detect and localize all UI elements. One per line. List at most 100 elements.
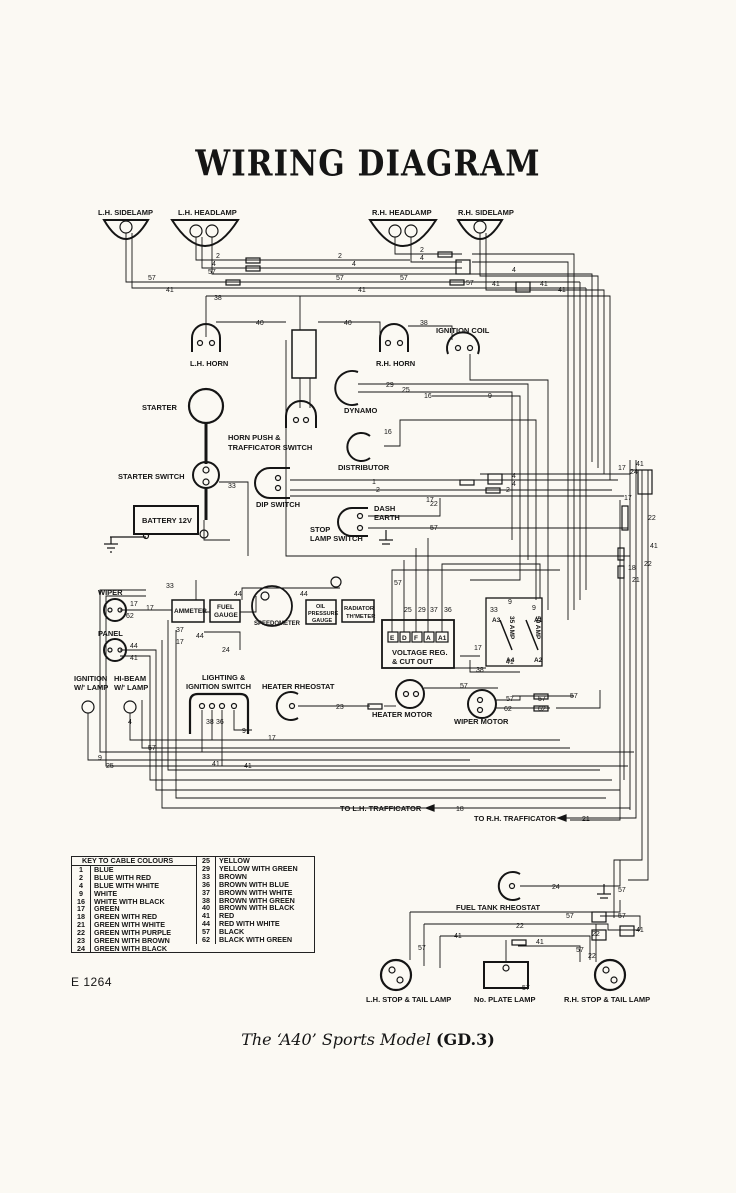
starter-switch-symbol (192, 461, 220, 520)
wire-no: 44 (196, 633, 204, 640)
wire-no: 22 (516, 923, 524, 930)
caption: The ‘A40’ Sports Model (GD.3) (0, 1030, 736, 1049)
key-cable-colour: GREEN WITH BROWN (94, 936, 170, 946)
wire-no: 57 (208, 269, 216, 276)
key-cable-number: 57 (197, 928, 216, 937)
fuel-gauge-label-2: GAUGE (214, 612, 239, 619)
wire-no: 24 (630, 469, 638, 476)
caption-code: (GD.3) (435, 1030, 495, 1049)
lh-stop-tail-label: L.H. STOP & TAIL LAMP (366, 995, 451, 1004)
ignition-lamp-label-1: IGNITION (74, 674, 107, 683)
wire-no: 41 (506, 659, 514, 666)
fuse-a1: A1 (534, 617, 543, 624)
wire-no: 41 (166, 287, 174, 294)
radiator-label-2: TH'METER (346, 614, 376, 620)
starter-label: STARTER (142, 403, 177, 412)
caption-model: The ‘A40’ Sports Model (241, 1030, 431, 1049)
horn-push-symbol (285, 329, 317, 428)
wire-no: 41 (536, 939, 544, 946)
wire-no: 4 (512, 267, 516, 274)
ignition-coil-label: IGNITION COIL (436, 326, 490, 335)
oil-gauge-box (305, 599, 337, 625)
wire-no: 41 (636, 461, 644, 468)
wire-no: 57 (336, 275, 344, 282)
wire-no: 2 (216, 253, 220, 260)
diagram-title: WIRING DIAGRAM (195, 143, 541, 185)
fuse-a3: A3 (492, 617, 501, 624)
wire-no: 57 (506, 696, 514, 703)
lighting-switch-label-2: IGNITION SWITCH (186, 682, 251, 691)
dash-earth-symbol (379, 530, 393, 545)
key-cable-number: 24 (72, 945, 91, 953)
wire-no: 17 (146, 605, 154, 612)
key-cable-number: 18 (72, 913, 91, 922)
heater-rheostat-symbol (275, 691, 299, 721)
key-cable-colour: BLUE (94, 864, 114, 874)
wire-no: 44 (234, 591, 242, 598)
wire-no: 4 (128, 719, 132, 726)
wire-no: 2 (506, 487, 510, 494)
wire-no: 41 (244, 763, 252, 770)
speedometer-label: SPEEDOMETER (254, 621, 301, 627)
wire-no: 4 (420, 255, 424, 262)
rh-sidelamp-label: R.H. SIDELAMP (458, 208, 514, 217)
wire-no: 9 (488, 393, 492, 400)
ignition-lamp-label-2: W/' LAMP (74, 683, 108, 692)
lh-stop-tail-lamp-symbol (379, 958, 413, 992)
wire-no: 9 (532, 605, 536, 612)
wire-no: 23 (336, 704, 344, 711)
wire-no: 21 (582, 816, 590, 823)
wire-no: 18 (628, 565, 636, 572)
wire-no: 4 (512, 473, 516, 480)
lh-sidelamp-label: L.H. SIDELAMP (98, 208, 153, 217)
wire-no: 40 (344, 320, 352, 327)
wire-no: 57 (522, 985, 530, 992)
wire-no: 24 (552, 884, 560, 891)
wire-no: 16 (424, 393, 432, 400)
fuse-50-label: 50 AMP (534, 616, 541, 640)
rh-stop-tail-label: R.H. STOP & TAIL LAMP (564, 995, 650, 1004)
wire-no: 2 (338, 253, 342, 260)
wire-no: 38 (476, 667, 484, 674)
wire-no: 41 (130, 655, 138, 662)
key-cable-colour: GREEN WITH BLACK (94, 943, 168, 953)
key-cable-colour: YELLOW WITH GREEN (219, 863, 298, 873)
battery-symbol (104, 505, 209, 553)
heater-motor-symbol (395, 679, 425, 709)
key-cable-colour: GREEN WITH RED (94, 912, 158, 922)
lh-horn-label: L.H. HORN (190, 359, 228, 368)
dash-earth-label-2: EARTH (374, 513, 400, 522)
wire-no: 57 (148, 275, 156, 282)
vr-terminal-e: E (390, 635, 395, 642)
dip-switch-symbol (254, 467, 290, 499)
wire-no: 41 (650, 543, 658, 550)
wire-no: 62 (126, 613, 134, 620)
wire-no: 38 (206, 719, 214, 726)
key-cable-number: 44 (197, 920, 216, 929)
wire-no: 40 (256, 320, 264, 327)
key-cable-number: 2 (72, 873, 91, 882)
wiper-motor-symbol (467, 689, 497, 719)
speedometer-dial (251, 585, 293, 627)
fuel-tank-rheostat-symbol (497, 871, 521, 901)
lh-headlamp-symbol (170, 219, 240, 247)
to-lh-trafficator-label: TO L.H. TRAFFICATOR (340, 804, 422, 813)
wire-no: 57 (394, 580, 402, 587)
starter-symbol (187, 387, 225, 464)
key-cable-number: 37 (197, 888, 216, 897)
battery-label: BATTERY 12V (142, 516, 192, 525)
oil-gauge-label-3: GAUGE (312, 618, 333, 624)
dash-earth-label-1: DASH (374, 504, 395, 513)
wire-no: 2 (420, 247, 424, 254)
wire-no: 17 (130, 601, 138, 608)
key-cable-colour: BLACK (219, 927, 245, 937)
